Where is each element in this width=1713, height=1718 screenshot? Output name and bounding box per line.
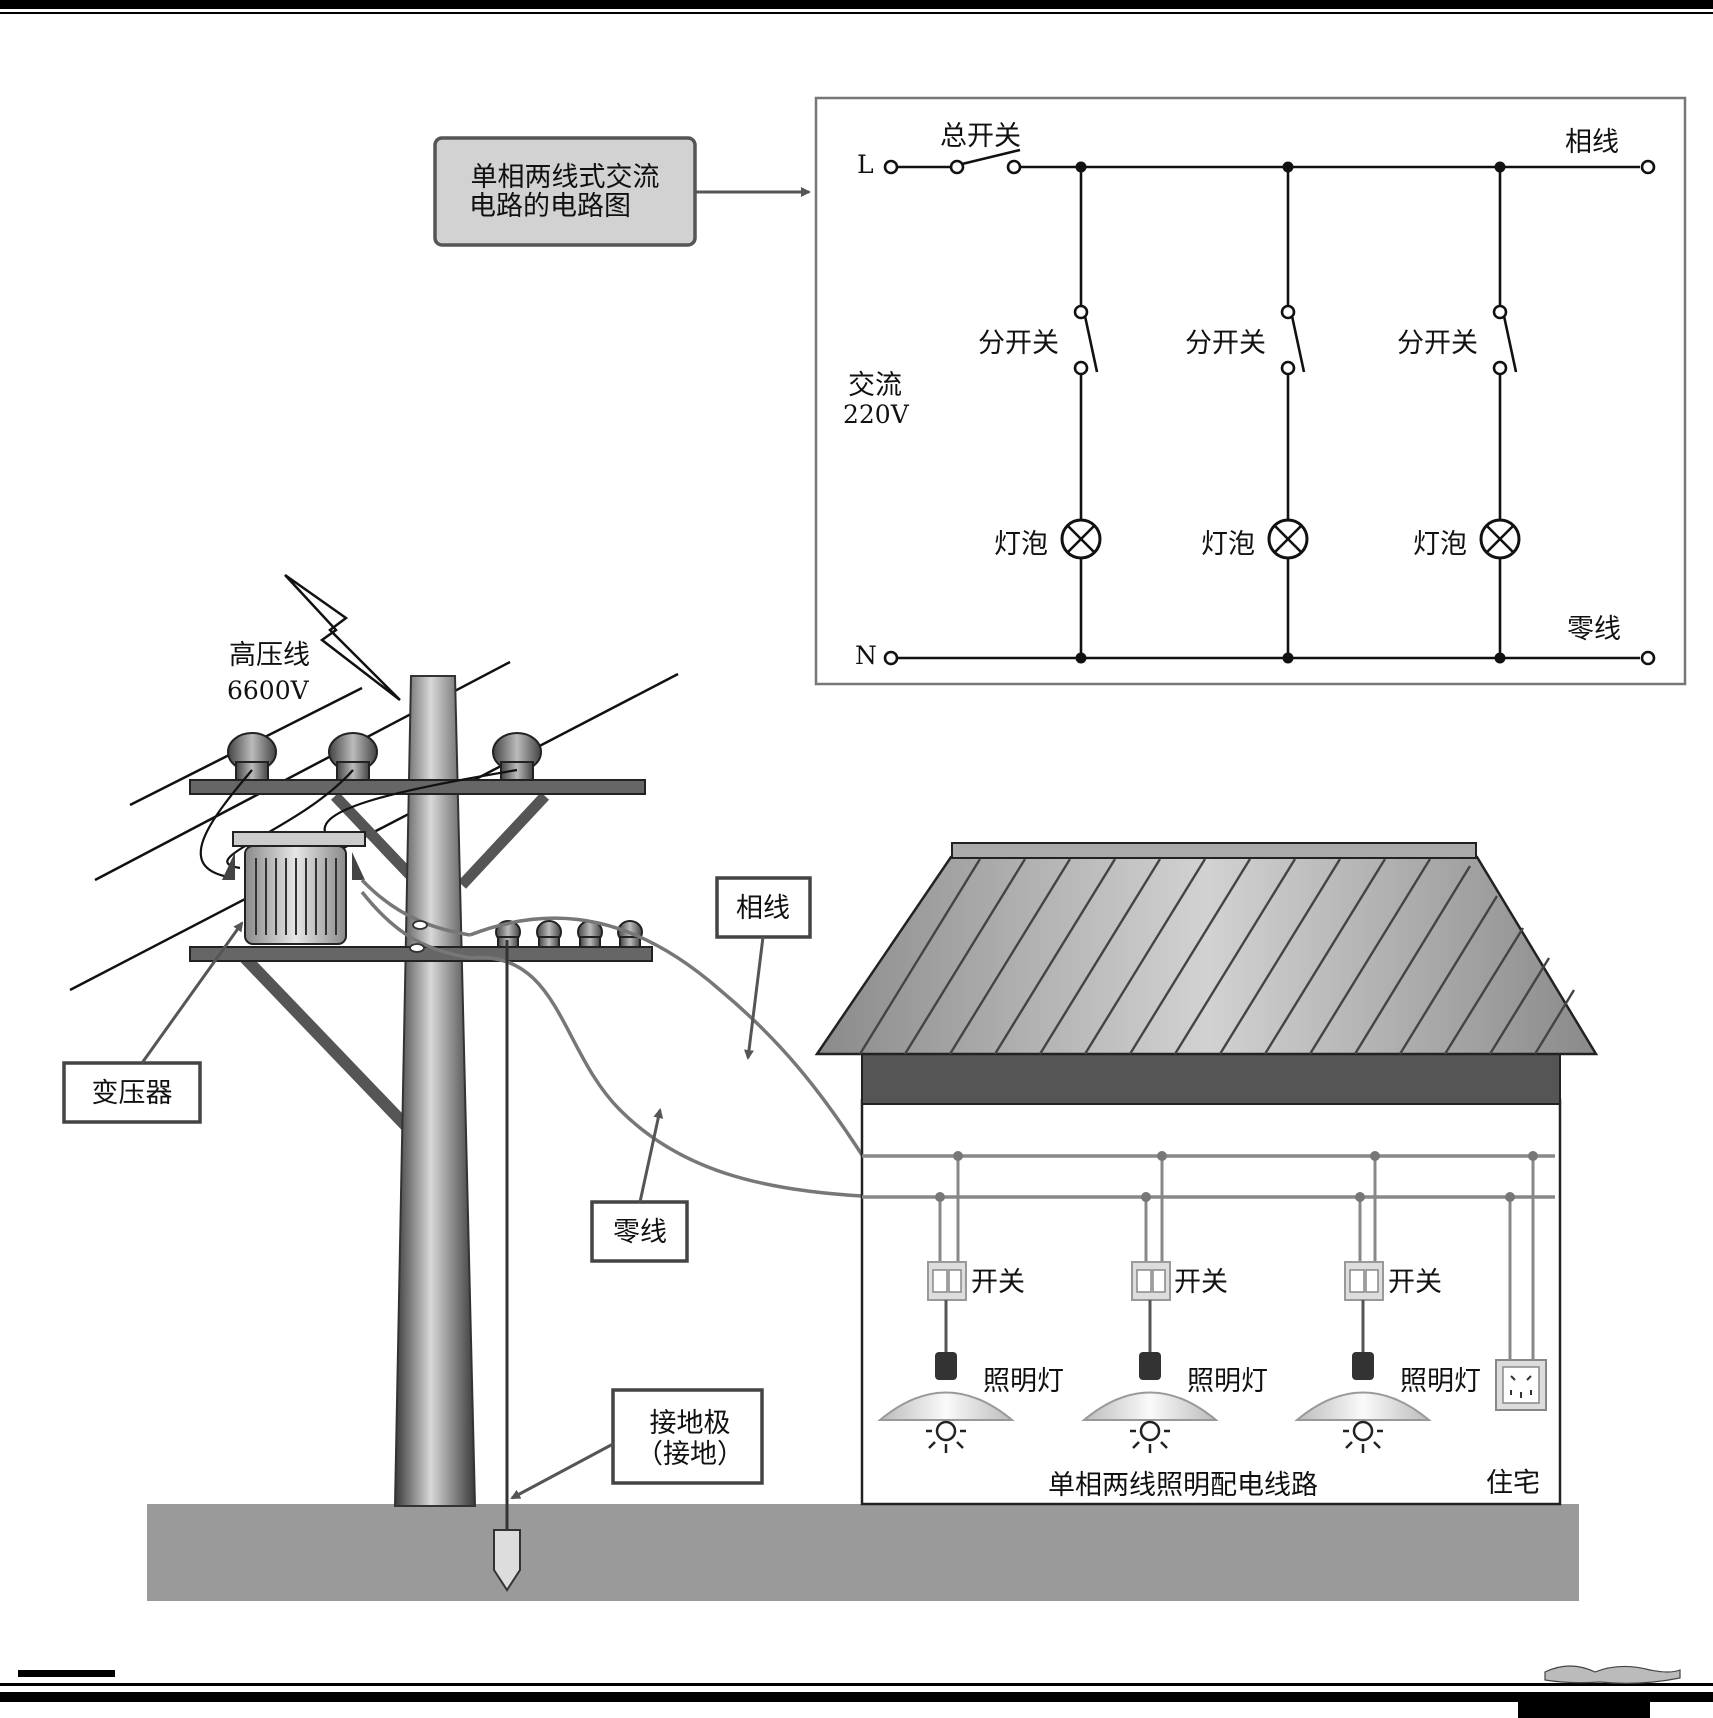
phase-wire-label: 相线 xyxy=(1565,127,1619,158)
lv-insulators xyxy=(495,920,643,948)
terminal-n xyxy=(883,650,899,666)
diagram-callout: 单相两线式交流 电路的电路图 xyxy=(433,136,811,247)
room-1: 开关 照明灯 xyxy=(877,1151,1064,1453)
wall-outlet-icon xyxy=(1495,1151,1547,1411)
lamp-socket-3 xyxy=(1352,1352,1374,1380)
lamp-socket-2 xyxy=(1139,1352,1161,1380)
utility-pole-scene: 高压线 6600V 变压器 相线 零线 接地极 （接地） xyxy=(62,573,864,1592)
ground-rod xyxy=(493,1529,521,1592)
terminal-l xyxy=(883,159,899,175)
ground-label-box xyxy=(611,1388,764,1485)
room-lamp-label-1: 照明灯 xyxy=(983,1366,1064,1397)
branch-switch-label-2: 分开关 xyxy=(1185,328,1266,359)
ground-label-line-2: （接地） xyxy=(636,1439,744,1470)
phase-label-box xyxy=(715,876,812,939)
lamp-shade-2 xyxy=(1081,1391,1219,1421)
ground-label-line-1: 接地极 xyxy=(650,1408,731,1439)
upper-crossarm xyxy=(189,779,646,795)
neutral-cable xyxy=(469,955,863,1198)
terminal-l-label: L xyxy=(857,150,874,179)
pole xyxy=(393,675,477,1507)
hv-voltage-label: 6600V xyxy=(227,676,310,705)
phase-label: 相线 xyxy=(736,893,790,924)
room-3: 开关 照明灯 xyxy=(1294,1151,1481,1453)
branch-switch-label-1: 分开关 xyxy=(978,328,1059,359)
main-switch-label: 总开关 xyxy=(940,121,1021,152)
neutral-wire-label: 零线 xyxy=(1567,614,1621,645)
transformer-label: 变压器 xyxy=(92,1078,173,1109)
transformer-label-box xyxy=(62,1061,202,1124)
hv-line-label: 高压线 xyxy=(229,640,310,671)
bulb-label-1: 灯泡 xyxy=(994,529,1048,560)
roof-ridge xyxy=(951,842,1477,859)
voltage-label: 220V xyxy=(843,400,910,429)
room-lamp-label-3: 照明灯 xyxy=(1400,1366,1481,1397)
phase-cable xyxy=(469,916,864,1156)
ac-label: 交流 xyxy=(848,370,902,401)
house-fascia xyxy=(861,1053,1561,1105)
lamp-socket-1 xyxy=(935,1352,957,1380)
room-2: 开关 照明灯 xyxy=(1081,1151,1268,1453)
circuit-schematic: L N 总开关 相线 零线 交流 220V 分开关 灯泡 xyxy=(814,96,1687,686)
ground xyxy=(147,1504,1579,1601)
bulb-label-3: 灯泡 xyxy=(1413,529,1467,560)
callout-line-2: 电路的电路图 xyxy=(469,191,631,222)
roof xyxy=(814,855,1599,1056)
terminal-n-label: N xyxy=(855,641,877,670)
main-switch-symbol xyxy=(949,148,1022,175)
lamp-shade-3 xyxy=(1294,1391,1432,1421)
branch-3: 分开关 灯泡 xyxy=(1397,161,1521,664)
residence-label: 住宅 xyxy=(1486,1468,1540,1499)
branch-switch-label-3: 分开关 xyxy=(1397,328,1478,359)
neutral-label: 零线 xyxy=(613,1217,667,1248)
room-lamp-label-2: 照明灯 xyxy=(1187,1366,1268,1397)
terminal-phase-out xyxy=(1640,159,1656,175)
callout-line-1: 单相两线式交流 xyxy=(471,162,660,193)
terminal-neutral-out xyxy=(1640,650,1656,666)
room-switch-label-1: 开关 xyxy=(971,1267,1025,1298)
bulb-label-2: 灯泡 xyxy=(1201,529,1255,560)
hv-insulators xyxy=(227,732,542,781)
room-switch-label-3: 开关 xyxy=(1388,1267,1442,1298)
roof-stripes xyxy=(858,858,1576,1055)
transformer-icon xyxy=(222,831,366,945)
branch-2: 分开关 灯泡 xyxy=(1185,161,1309,664)
branch-1: 分开关 灯泡 xyxy=(978,161,1102,664)
house-caption: 单相两线照明配电线路 xyxy=(1048,1470,1318,1501)
neutral-label-box xyxy=(590,1200,689,1263)
house-wall xyxy=(860,1098,1562,1506)
house: 开关 照明灯 开关 照明灯 xyxy=(814,842,1599,1506)
lightning-icon xyxy=(284,573,401,701)
lamp-shade-1 xyxy=(877,1391,1015,1421)
room-switch-label-2: 开关 xyxy=(1174,1267,1228,1298)
